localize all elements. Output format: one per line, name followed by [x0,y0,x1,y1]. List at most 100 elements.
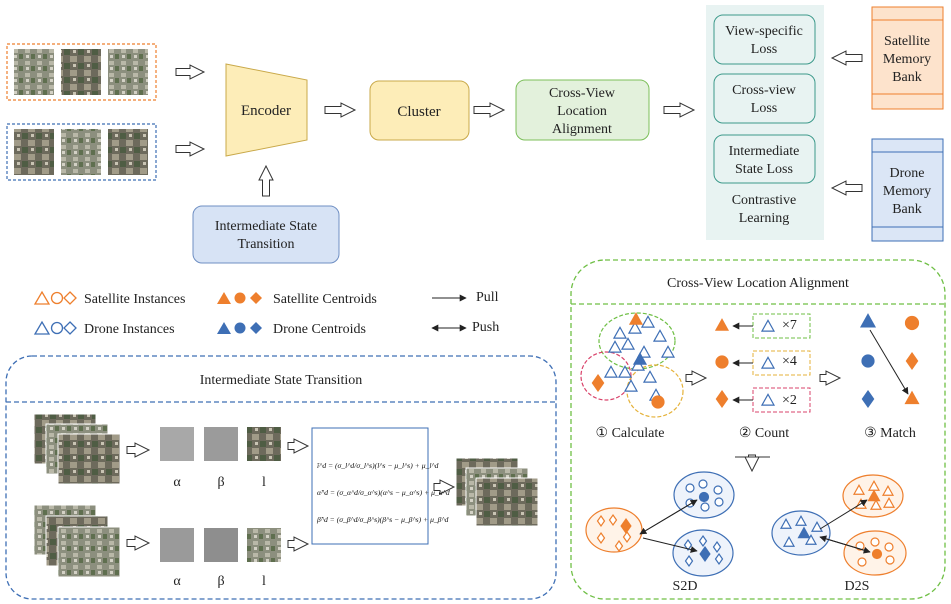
sat-centroids-icons [217,292,262,304]
drone-centroids-label: Drone Centroids [273,322,366,337]
match-sat-tri [904,390,920,405]
drone-instance [627,321,643,334]
s2d-sat-ellipse [585,507,643,553]
equation-alpha: α̂^d = (σ_α^d/σ_α^s)(α^s − μ_α^s) + μ_α^… [317,488,450,497]
d2s-drone-instance [804,534,818,545]
count-centroid-tri [714,318,730,331]
d2s-sat-instance [882,497,896,508]
step-match: ③ Match [864,426,916,441]
d2s-label: D2S [845,579,870,594]
sat-instances-icons [33,290,77,305]
ist-box [192,205,340,264]
arrow-satbank-to-losses [830,50,863,66]
arrow-calc-to-count [685,370,708,386]
d2s-pull-arrow [819,499,868,530]
equation-beta: β̂^d = (σ_β^d/σ_β^s)(β^s − μ_β^s) + μ_β^… [316,515,449,524]
drone-thumb-2 [61,129,101,175]
contrastive-line-2: Learning [739,211,790,226]
drone-instance [620,337,636,350]
arrow-ist-bottom-1 [126,535,151,551]
arrow-sat-to-encoder [175,64,206,80]
l-label-top: l [262,475,266,490]
ist-panel-title: Intermediate State Transition [200,373,363,388]
legend: Satellite Instances Satellite Centroids … [33,290,499,337]
s2d-sat-instance [608,513,618,527]
s2d-drone-instance [685,483,695,493]
alignment-box [515,79,650,141]
l-label-bottom: l [262,574,266,589]
count-7: ×7 [782,318,797,333]
count-tri-7 [760,319,776,332]
intermediate-state-loss-box [713,134,816,184]
s2d-sat-centroid [620,517,632,535]
d2s-drone-centroid [797,526,811,539]
d2s-sat-centroid-bottom [871,548,883,560]
sat-thumb-3 [108,49,148,95]
push-label: Push [472,320,499,335]
alpha-channel-top [160,427,194,461]
cross-view-loss-line-1: Cross-view [732,83,797,98]
s2d-drone-centroid-bottom [699,545,711,563]
d2s-sat-instance [870,537,880,547]
arrow-alignment-to-losses [663,102,696,118]
match-drone-tri [859,313,877,328]
satellite-centroid-tri [628,312,644,325]
alpha-label-bottom: α [173,574,181,589]
view-specific-loss-box [713,14,816,65]
ist-panel [5,355,557,600]
drone-thumb-1 [14,129,54,175]
sat-centroids-label: Satellite Centroids [273,292,377,307]
d2s-drone-instance [794,515,808,526]
l-channel-top [247,427,281,461]
s2d-drone-instance [683,538,693,552]
l-channel-bottom [247,528,281,562]
s2d-drone-centroid-top [698,491,710,503]
cluster-green [598,312,676,370]
flow-arrows [126,50,863,552]
encoder-block [225,63,308,157]
intermediate-state-loss-line-2: State Loss [735,162,793,177]
arrow-ist-top-2 [287,438,310,454]
d2s-drone-instance [810,521,824,532]
intermediate-state-loss-line-1: Intermediate [729,144,800,159]
drone-instance [607,340,623,353]
arrow-cluster-to-alignment [473,102,506,118]
view-specific-loss-line-1: View-specific [725,24,803,39]
beta-channel-bottom [204,528,238,562]
s2d-drone-instance [684,554,694,568]
match-drone-diamond [861,389,875,409]
drone-image-group [6,123,157,181]
drone-instance [642,370,658,383]
arrow-ist-top-1 [126,442,151,458]
ist-channels-top [160,427,281,461]
s2d-drone-instance [698,479,708,489]
arrow-encoder-to-cluster [324,102,357,118]
count-2: ×2 [782,393,797,408]
cvla-panel [570,259,946,600]
drone-instances-label: Drone Instances [84,322,175,337]
drone-memory-bank [871,138,944,242]
cvla-panel-title: Cross-View Location Alignment [667,276,849,291]
d2s-sat-instance [869,499,883,510]
d2s-sat-instance [884,542,894,552]
d2s-sat-instance [857,557,867,567]
s2d-drone-instance [714,497,724,507]
drone-instance [660,345,676,358]
drone-centroid-tri [632,352,648,365]
sat-bank-line-2: Memory [883,52,931,67]
d2s-sat-centroid-top [867,489,881,502]
drone-instance [603,365,619,378]
drone-instance [617,365,633,378]
cluster-label: Cluster [397,104,440,120]
s2d-drone-instance [712,540,722,554]
arrow-count-to-match [819,370,842,386]
cross-view-loss-box [713,73,816,124]
alignment-line-1: Cross-View [549,86,616,101]
drone-bank-line-1: Drone [890,166,925,181]
drone-instance [623,379,639,392]
d2s-sat-instance [885,555,895,565]
s2d-drone-instance [698,534,708,548]
s2d-drone-instance [714,552,724,566]
encoder-label: Encoder [241,103,291,119]
drone-bank-line-2: Memory [883,184,931,199]
